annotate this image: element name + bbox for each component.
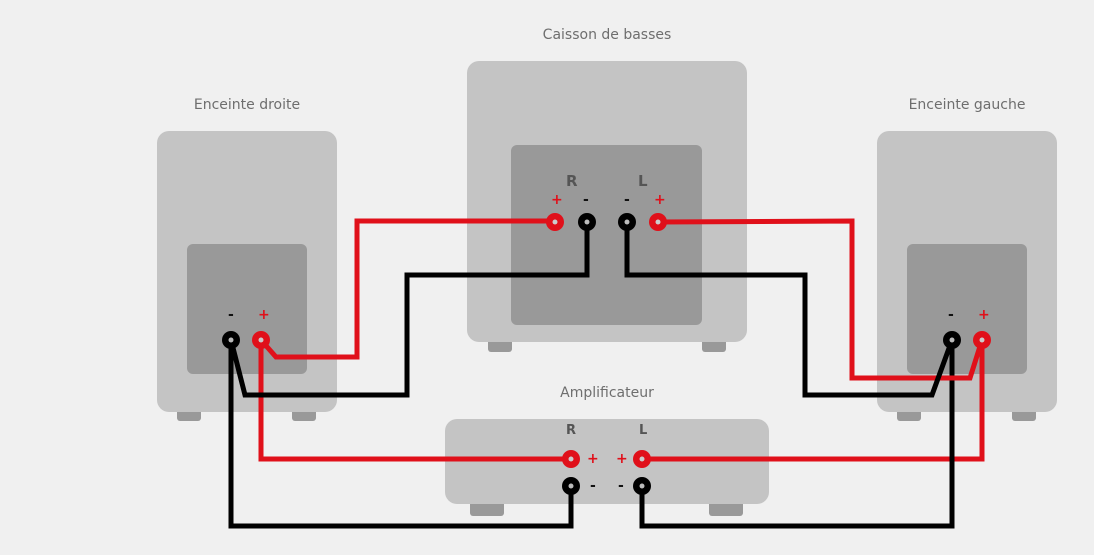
right-speaker-terminal-panel [187,244,307,374]
amplifier-r-neg-sign: - [590,478,596,494]
amplifier-title: Amplificateur [560,385,654,401]
wire-amp-r-pos-to-right-speaker-pos [258,340,571,462]
right-speaker-pos-sign: + [258,307,270,323]
subwoofer-l-neg-sign: - [624,192,630,208]
amplifier-channel-r-label: R [566,423,577,438]
amplifier-r-neg-terminal[interactable] [562,477,580,495]
subwoofer-terminal-panel [511,145,702,325]
amplifier-channel-l-label: L [639,423,648,438]
left-speaker-neg-terminal[interactable] [943,331,961,349]
wire-left-speaker-neg-to-sub-l-neg [624,223,955,398]
subwoofer-r-neg-terminal[interactable] [578,213,596,231]
right-speaker-neg-terminal[interactable] [222,331,240,349]
subwoofer-title: Caisson de basses [542,27,672,43]
wire-amp-l-pos-to-left-speaker-pos [642,340,985,462]
terminals [222,213,991,495]
subwoofer-r-pos-sign: + [551,192,563,208]
wire-left-speaker-pos-to-sub-l-pos [657,218,985,381]
left-speaker-pos-sign: + [978,307,990,323]
subwoofer-l-pos-sign: + [654,192,666,208]
amplifier-l-neg-sign: - [618,478,624,494]
subwoofer-channel-l-label: L [638,172,648,190]
subwoofer-r-pos-terminal[interactable] [546,213,564,231]
wire-amp-r-neg-to-right-speaker-neg [228,340,574,529]
left-speaker-title: Enceinte gauche [908,97,1026,113]
subwoofer-l-pos-terminal[interactable] [649,213,667,231]
left-speaker-pos-terminal[interactable] [973,331,991,349]
amplifier-l-pos-sign: + [616,451,628,467]
right-speaker-pos-terminal[interactable] [252,331,270,349]
right-speaker-neg-sign: - [228,307,234,323]
amplifier-r-pos-sign: + [587,451,599,467]
left-speaker-neg-sign: - [948,307,954,323]
wire-right-speaker-neg-to-sub-r-neg [228,223,590,398]
amplifier-r-pos-terminal[interactable] [562,450,580,468]
wire-right-speaker-pos-to-sub-r-pos [259,218,555,360]
left-speaker-terminal-panel [907,244,1027,374]
amplifier-l-pos-terminal[interactable] [633,450,651,468]
subwoofer-r-neg-sign: - [583,192,589,208]
subwoofer-l-neg-terminal[interactable] [618,213,636,231]
subwoofer-channel-r-label: R [566,172,578,190]
wire-amp-l-neg-to-left-speaker-neg [639,340,955,529]
amplifier-l-neg-terminal[interactable] [633,477,651,495]
right-speaker-title: Enceinte droite [193,97,301,113]
